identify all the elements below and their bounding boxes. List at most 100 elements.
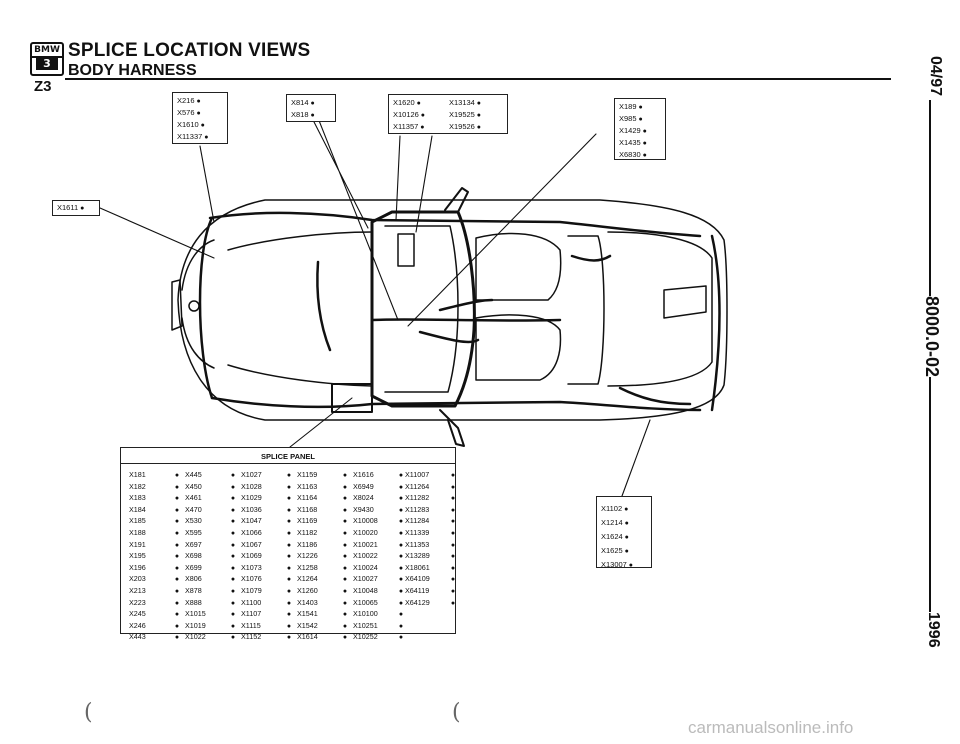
- leader-box-c: [395, 135, 433, 233]
- splice-panel-entry: X182●: [129, 482, 181, 494]
- splice-panel-entry: X1403●: [297, 598, 349, 610]
- splice-dot-icon: ●: [398, 564, 404, 572]
- splice-code: X1614: [297, 632, 318, 642]
- splice-dot-icon: ●: [174, 622, 180, 630]
- splice-code: X1107: [241, 609, 262, 619]
- splice-code: X64129: [405, 597, 430, 607]
- splice-dot-icon: ●: [286, 622, 292, 630]
- splice-panel-entry: X1226●: [297, 551, 349, 563]
- splice-dot-icon: ●: [342, 483, 348, 491]
- splice-code: X443: [129, 632, 146, 642]
- splice-panel-entry: X13289●: [405, 551, 457, 563]
- splice-code: X195: [129, 551, 146, 561]
- splice-code: X64119: [405, 585, 430, 595]
- splice-label: X19525: [449, 109, 505, 121]
- splice-dot-icon: ●: [230, 495, 236, 503]
- splice-dot-icon: ●: [342, 634, 348, 642]
- splice-label: X818: [291, 109, 331, 121]
- splice-dot-icon: ●: [398, 553, 404, 561]
- splice-dot-icon: ●: [342, 553, 348, 561]
- splice-dot-icon: ●: [342, 587, 348, 595]
- splice-dot-icon: ●: [174, 576, 180, 584]
- splice-dot-icon: ●: [286, 587, 292, 595]
- splice-panel-entry: X1107 ●: [241, 609, 293, 621]
- splice-code: X445: [185, 470, 202, 479]
- splice-dot-icon: ●: [174, 553, 180, 561]
- callout-box-e: X1611: [52, 200, 100, 216]
- callout-box-d: X189 X985 X1429 X1435 X6830: [614, 98, 666, 160]
- splice-code: X1115: [241, 620, 261, 630]
- splice-panel-entry: X1027●: [241, 470, 293, 482]
- splice-dot-icon: ●: [342, 518, 348, 526]
- harness-branch-3: [438, 298, 494, 312]
- splice-code: X246: [129, 620, 146, 630]
- splice-panel-entry: X191●: [129, 540, 181, 552]
- splice-panel-rule: [121, 463, 455, 464]
- splice-code: X1186: [297, 539, 318, 549]
- splice-panel-entry: X443●: [129, 632, 181, 644]
- splice-label: X1624: [601, 530, 647, 544]
- splice-code: X1029: [241, 493, 262, 503]
- splice-panel-entry: X1614 ●: [297, 632, 349, 644]
- splice-dot-icon: ●: [450, 506, 456, 514]
- splice-label: X1429: [619, 125, 661, 137]
- callout-box-c: X1620X13134 X10126X19525 X11357X19526: [388, 94, 508, 134]
- splice-panel-column: X181●X182●X183●X184●X185●X188●X191●X195●…: [129, 470, 181, 644]
- splice-panel-entry: X1260 ●: [297, 586, 349, 598]
- splice-panel-entry: X1019●: [185, 621, 237, 633]
- logo-brand: BMW: [32, 44, 62, 58]
- splice-code: X11353: [405, 539, 430, 549]
- splice-dot-icon: ●: [398, 576, 404, 584]
- splice-dot-icon: ●: [174, 541, 180, 549]
- splice-dot-icon: ●: [286, 611, 292, 619]
- splice-dot-icon: ●: [286, 599, 292, 607]
- splice-panel-entry: X1182●: [297, 528, 349, 540]
- splice-dot-icon: ●: [342, 576, 348, 584]
- splice-code: X1260: [297, 585, 318, 595]
- leader-splice-panel: [289, 397, 353, 448]
- splice-code: X10021: [353, 539, 378, 549]
- splice-dot-icon: ●: [174, 506, 180, 514]
- splice-label: X13007: [601, 558, 647, 572]
- splice-panel-entry: X1264●: [297, 574, 349, 586]
- splice-panel-column: X1616●X6949●X8024●X9430●X10008●X10020●X1…: [353, 470, 405, 644]
- splice-panel-entry: X1115 ●: [241, 621, 293, 633]
- harness-left-front: [198, 216, 214, 400]
- splice-dot-icon: ●: [450, 518, 456, 526]
- splice-panel-entry: X445●: [185, 470, 237, 482]
- splice-dot-icon: ●: [398, 634, 404, 642]
- splice-dot-icon: ●: [450, 483, 456, 491]
- splice-label: X1610: [177, 119, 223, 131]
- splice-code: X1069: [241, 551, 262, 561]
- splice-panel-entry: X1022●: [185, 632, 237, 644]
- splice-code: X245: [129, 609, 146, 619]
- splice-panel-entry: X1028●: [241, 482, 293, 494]
- splice-panel-entry: X1164●: [297, 493, 349, 505]
- splice-panel-entry: X64109●: [405, 574, 457, 586]
- splice-code: X183: [129, 493, 146, 503]
- splice-panel-entry: X1073●: [241, 563, 293, 575]
- bmw-emblem-icon: [188, 300, 200, 312]
- splice-code: X6949: [353, 481, 374, 491]
- splice-panel-entry: X185●: [129, 516, 181, 528]
- splice-label: X13134: [449, 97, 505, 109]
- splice-dot-icon: ●: [230, 518, 236, 526]
- mirror-top: [444, 187, 469, 213]
- splice-dot-icon: ●: [286, 495, 292, 503]
- splice-dot-icon: ●: [174, 529, 180, 537]
- splice-panel-entry: X18061●: [405, 563, 457, 575]
- splice-panel-entry: X10065●: [353, 598, 405, 610]
- fuel-flap: [663, 285, 707, 319]
- splice-dot-icon: ●: [174, 483, 180, 491]
- splice-dot-icon: ●: [174, 599, 180, 607]
- harness-right-rear: [710, 234, 721, 412]
- splice-panel-table: SPLICE PANEL X181●X182●X183●X184●X185●X1…: [120, 447, 457, 641]
- splice-code: X11284: [405, 516, 430, 526]
- splice-module: [397, 233, 415, 267]
- splice-panel-entry: X183●: [129, 493, 181, 505]
- splice-dot-icon: ●: [398, 529, 404, 537]
- splice-dot-icon: ●: [230, 529, 236, 537]
- splice-dot-icon: ●: [450, 587, 456, 595]
- splice-label: X1625: [601, 544, 647, 558]
- splice-label: X10126: [393, 109, 449, 121]
